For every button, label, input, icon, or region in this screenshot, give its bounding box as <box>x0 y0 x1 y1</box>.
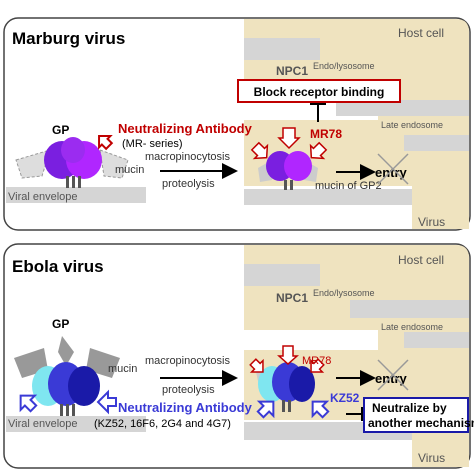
marburg-processed-lobe-right <box>284 151 312 181</box>
ebola-membrane-top <box>244 264 320 286</box>
marburg-gp-stem-2 <box>72 176 75 188</box>
ebola-mr78-arrow-left-icon <box>249 358 264 373</box>
marburg-late-endosome-label: Late endosome <box>381 120 443 130</box>
marburg-mr78-label: MR78 <box>310 127 342 141</box>
marburg-npc1-label: NPC1 <box>276 64 308 78</box>
marburg-endo-lysosome-label: Endo/lysosome <box>313 61 375 71</box>
marburg-panel: Marburg virus Host cell NPC1 Endo/lysoso… <box>3 17 471 231</box>
marburg-mucin-gp2-label: mucin of GP2 <box>315 180 382 192</box>
ebola-macropinocytosis-label: macropinocytosis <box>145 355 230 367</box>
ebola-membrane-right <box>404 332 469 348</box>
ebola-viral-membrane-left <box>6 416 146 432</box>
marburg-viral-membrane-right <box>244 189 412 205</box>
inhibition-bar-icon <box>310 103 326 122</box>
ebola-late-endosome-label: Late endosome <box>381 322 443 332</box>
marburg-title: Marburg virus <box>12 29 125 48</box>
ebola-gp-stem-3 <box>72 404 75 416</box>
ebola-antibodies-label: (KZ52, 16F6, 2G4 and 4G7) <box>94 418 231 430</box>
marburg-processed-stem-1 <box>284 180 287 190</box>
marburg-virus-label: Virus <box>418 215 445 229</box>
marburg-gp-stem-3 <box>78 176 81 188</box>
ebola-viral-envelope-label: Viral envelope <box>8 418 78 430</box>
ebola-endo-lysosome-label: Endo/lysosome <box>313 288 375 298</box>
marburg-host-cell-label: Host cell <box>398 26 444 40</box>
ebola-processed-lobe-navy <box>289 366 315 402</box>
marburg-mucin-left <box>15 149 51 179</box>
ebola-gp-label: GP <box>52 317 69 331</box>
marburg-gp-glycoprotein <box>15 137 129 188</box>
ebola-nab-arrow-left-icon <box>19 394 38 413</box>
ebola-membrane-mid <box>350 300 469 318</box>
ebola-kz52-arrow-right-icon <box>311 400 330 419</box>
mr78-arrow-top-icon <box>277 127 301 150</box>
marburg-processed-gp <box>258 151 318 190</box>
ebola-mucin-right <box>86 348 120 378</box>
ebola-processed-stem-2 <box>288 400 291 412</box>
ebola-gp-glycoprotein <box>14 336 120 416</box>
marburg-mucin-label: mucin <box>115 164 144 176</box>
neutralize-line2: another mechanism <box>368 416 474 430</box>
ebola-processed-stem-1 <box>282 400 285 412</box>
ebola-kz52-arrow-left-icon <box>256 400 275 419</box>
ebola-gp-lobe-navy <box>68 366 100 406</box>
ebola-inhibition-bar-icon <box>346 407 363 421</box>
marburg-nab-label: Neutralizing Antibody <box>118 121 253 136</box>
marburg-gp-lobe-top <box>61 137 85 163</box>
mr78-arrow-left-icon <box>250 141 269 160</box>
neutralize-line1: Neutralize by <box>372 401 447 415</box>
ebola-nab-arrow-right-icon <box>96 389 117 415</box>
marburg-macropinocytosis-label: macropinocytosis <box>145 151 230 163</box>
mr78-arrow-right-icon <box>309 141 328 160</box>
marburg-gp-stem-1 <box>66 176 69 188</box>
marburg-gp-label: GP <box>52 123 69 137</box>
neutralize-box <box>363 397 469 433</box>
ebola-mr78-arrow-top-icon <box>277 345 299 366</box>
marburg-proteolysis-label: proteolysis <box>162 178 215 190</box>
ebola-kz52-label: KZ52 <box>330 391 360 405</box>
ebola-panel: Ebola virus Host cell NPC1 Endo/lysosome… <box>3 243 474 469</box>
marburg-membrane-right <box>404 135 469 151</box>
ebola-virus-label: Virus <box>418 451 445 465</box>
ebola-mr78-arrow-right-icon <box>310 358 325 373</box>
ebola-mr78-label: MR78 <box>302 355 331 367</box>
marburg-membrane-mid <box>336 100 469 116</box>
marburg-mr-series-label: (MR- series) <box>122 138 183 150</box>
ebola-host-cell-label: Host cell <box>398 253 444 267</box>
ebola-npc1-label: NPC1 <box>276 291 308 305</box>
ebola-processed-gp <box>256 362 315 412</box>
cross-x-icon <box>377 153 409 185</box>
cross-x-icon <box>377 359 409 391</box>
marburg-viral-envelope-label: Viral envelope <box>8 191 78 203</box>
marburg-viral-membrane-left <box>6 187 146 203</box>
block-receptor-box <box>237 79 401 103</box>
block-receptor-label: Block receptor binding <box>254 85 385 99</box>
marburg-processed-stem-2 <box>290 180 293 190</box>
ebola-proteolysis-label: proteolysis <box>162 384 215 396</box>
ebola-title: Ebola virus <box>12 257 104 276</box>
ebola-mucin-top <box>58 336 74 366</box>
marburg-mucin-right <box>99 149 129 179</box>
ebola-gp-stem-2 <box>66 404 69 416</box>
marburg-membrane-top <box>244 38 320 60</box>
ebola-gp-stem-1 <box>60 404 63 416</box>
ebola-nab-label: Neutralizing Antibody <box>118 400 253 415</box>
ebola-mucin-label: mucin <box>108 363 137 375</box>
outline-arrow-icon <box>98 135 114 151</box>
